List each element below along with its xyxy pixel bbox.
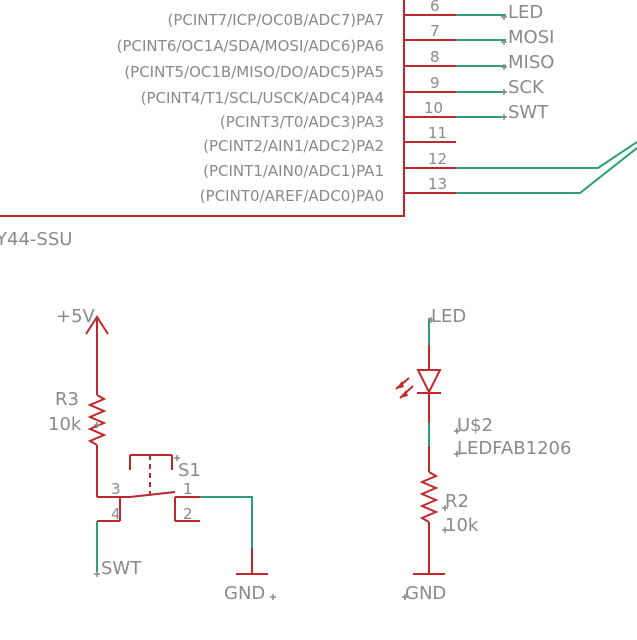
supply-label: +5V [56,306,96,327]
pin-label-pa4: (PCINT4/T1/SCL/USCK/ADC4)PA4 [141,89,384,107]
led-value-label: LEDFAB1206 [457,438,571,459]
r2-name-label: R2 [445,491,469,512]
s1-pin-4-label: 4 [111,505,121,523]
led-emission-arrow-2 [400,390,408,398]
origin-cross-r2-value [442,527,448,533]
s1-pin-3-label: 3 [111,480,121,498]
pin-number-7: 7 [430,22,440,40]
switch-s1: S1 3 1 4 2 [97,454,201,523]
gnd-label-switch: GND [224,583,265,604]
gnd-label-led: GND [405,583,446,604]
pin-label-pa3: (PCINT3/T0/ADC3)PA3 [220,113,384,131]
origin-markers [94,14,507,600]
microcontroller-symbol: (PCINT7/ICP/OC0B/ADC7)PA7 (PCINT6/OC1A/S… [0,0,456,250]
wire-switch-to-gnd [200,496,253,548]
s1-pin-2-label: 2 [183,505,193,523]
origin-cross-r3 [94,422,100,428]
origin-cross-u2 [454,428,460,434]
pin-label-pa5: (PCINT5/OC1B/MISO/DO/ADC5)PA5 [124,63,384,81]
r3-name-label: R3 [55,389,79,410]
switch-contact [129,491,176,498]
resistor-r3 [87,394,107,446]
s1-pin-1-label: 1 [183,480,193,498]
origin-cross-swt [94,571,100,577]
resistor-r2 [419,471,439,523]
led-u2 [395,369,442,399]
origin-cross-gnd-led [402,594,408,600]
pin-number-12: 12 [428,150,447,168]
led-triangle [416,369,442,395]
wire-pa1 [456,141,637,169]
chip-outline [0,0,405,217]
net-label-swt: SWT [508,102,549,123]
pin-number-9: 9 [430,74,440,92]
pin-label-pa7: (PCINT7/ICP/OC0B/ADC7)PA7 [167,11,384,29]
pin-label-pa6: (PCINT6/OC1A/SDA/MOSI/ADC6)PA6 [117,37,384,55]
net-label-miso: MISO [508,52,554,73]
net-label-led: LED [508,2,543,23]
origin-cross-r2 [442,505,448,511]
origin-cross-led-net [428,317,434,323]
pin-number-11: 11 [428,124,447,142]
r3-value-label: 10k [48,414,82,435]
pin-number-13: 13 [428,175,447,193]
net-label-sck: SCK [508,77,545,98]
s1-name-label: S1 [178,460,201,481]
origin-cross-net-sck [501,89,507,95]
pin-number-10: 10 [424,99,443,117]
pin-label-pa0: (PCINT0/AREF/ADC0)PA0 [200,187,384,205]
pin-label-pa2: (PCINT2/AIN1/ADC2)PA2 [203,137,384,155]
swt-net-label: SWT [101,558,142,579]
led-name-label: U$2 [457,415,493,436]
origin-cross-gnd-switch [270,594,276,600]
origin-cross-net-led [501,14,507,20]
led-emission-arrow-1 [396,381,404,389]
wire-pa0 [456,147,637,194]
switch-circuit: +5V R3 10k S1 3 1 4 2 S [48,306,268,604]
origin-cross-net-swt [501,114,507,120]
pin-label-pa1: (PCINT1/AIN0/ADC1)PA1 [203,162,384,180]
net-label-mosi: MOSI [508,27,554,48]
origin-cross-s1 [174,455,180,461]
led-net-label: LED [431,306,466,327]
chip-name-label: Y44-SSU [0,229,72,250]
origin-cross-net-miso [501,64,507,70]
origin-cross-net-mosi [501,39,507,45]
net-wires: LED MOSI MISO SCK SWT [456,2,637,194]
origin-cross-u2-value [454,451,460,457]
pin-number-8: 8 [430,48,440,66]
r2-value-label: 10k [445,515,479,536]
pin-number-6: 6 [430,0,440,15]
led-circuit: LED U$2 LEDFAB1206 R2 10k GND [395,306,571,604]
